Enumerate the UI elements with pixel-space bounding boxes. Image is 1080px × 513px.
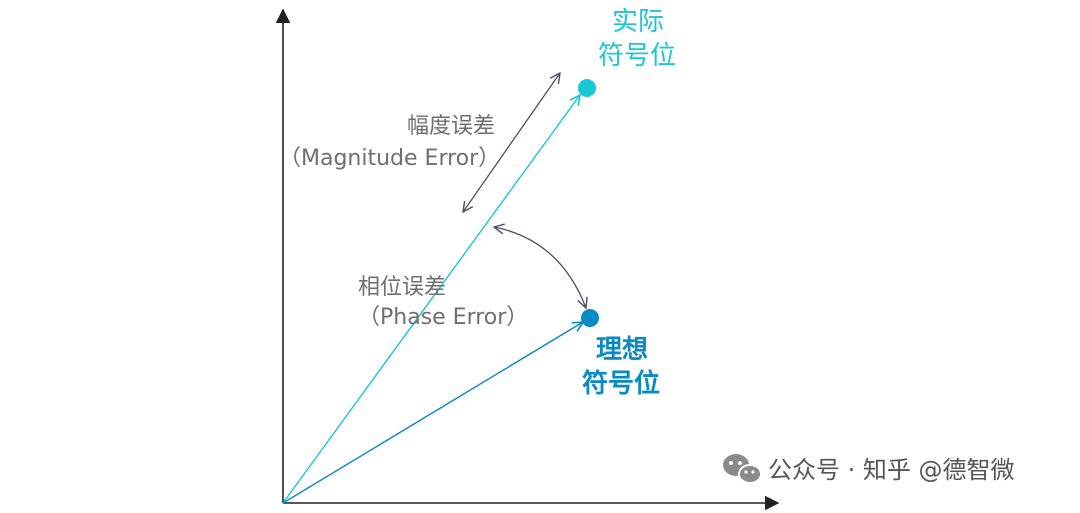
magnitude-error-label-cn: 幅度误差 (407, 114, 495, 139)
phase-error-arc (494, 227, 586, 308)
ideal-symbol-vector (282, 322, 583, 504)
ideal-symbol-label-line1: 理想 (596, 335, 648, 365)
ideal-symbol-point (581, 309, 599, 327)
magnitude-error-arrow (463, 73, 560, 212)
actual-symbol-point (578, 79, 596, 97)
phase-error-label-cn: 相位误差 (358, 275, 446, 300)
actual-symbol-label-line2: 符号位 (598, 41, 676, 71)
magnitude-error-label-en: （Magnitude Error） (279, 146, 500, 171)
wechat-icon (723, 454, 762, 484)
watermark-text: 公众号 · 知乎 @德智微 (768, 456, 1015, 484)
watermark: 公众号 · 知乎 @德智微 (723, 454, 1015, 484)
ideal-symbol-label-line2: 符号位 (582, 368, 660, 399)
phase-error-label-en: （Phase Error） (358, 305, 528, 330)
actual-symbol-label-line1: 实际 (612, 7, 664, 37)
